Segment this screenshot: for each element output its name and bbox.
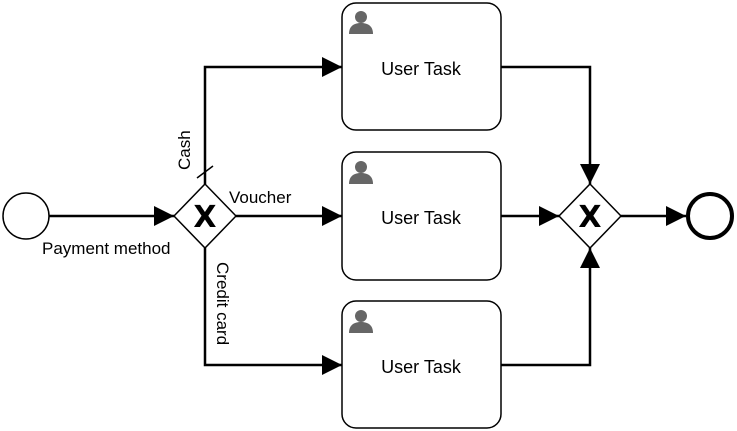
flow-task1-to-join[interactable] bbox=[501, 65, 600, 184]
flow-credit-card[interactable] bbox=[203, 248, 342, 375]
start-event-label: Payment method bbox=[42, 239, 171, 258]
split-gateway[interactable]: X bbox=[172, 182, 238, 250]
user-task-2[interactable]: User Task bbox=[341, 151, 502, 281]
user-icon bbox=[349, 11, 373, 34]
flow-credit-card-label: Credit card bbox=[213, 262, 232, 345]
end-event[interactable] bbox=[686, 192, 734, 240]
default-flow-marker bbox=[196, 165, 214, 179]
user-task-1[interactable]: User Task bbox=[341, 2, 502, 131]
user-icon bbox=[349, 161, 373, 184]
join-gateway[interactable]: X bbox=[557, 182, 623, 250]
flow-voucher-label: Voucher bbox=[229, 188, 292, 207]
user-task-2-label: User Task bbox=[381, 208, 462, 228]
start-event[interactable] bbox=[2, 192, 50, 240]
join-gateway-x: X bbox=[578, 200, 601, 235]
user-icon bbox=[349, 310, 373, 333]
flow-task3-to-join[interactable] bbox=[501, 248, 600, 367]
flow-cash-label: Cash bbox=[175, 130, 194, 170]
split-gateway-x: X bbox=[193, 200, 216, 235]
user-task-3[interactable]: User Task bbox=[341, 300, 502, 429]
user-task-1-label: User Task bbox=[381, 59, 462, 79]
user-task-3-label: User Task bbox=[381, 357, 462, 377]
flow-cash[interactable] bbox=[203, 57, 342, 184]
